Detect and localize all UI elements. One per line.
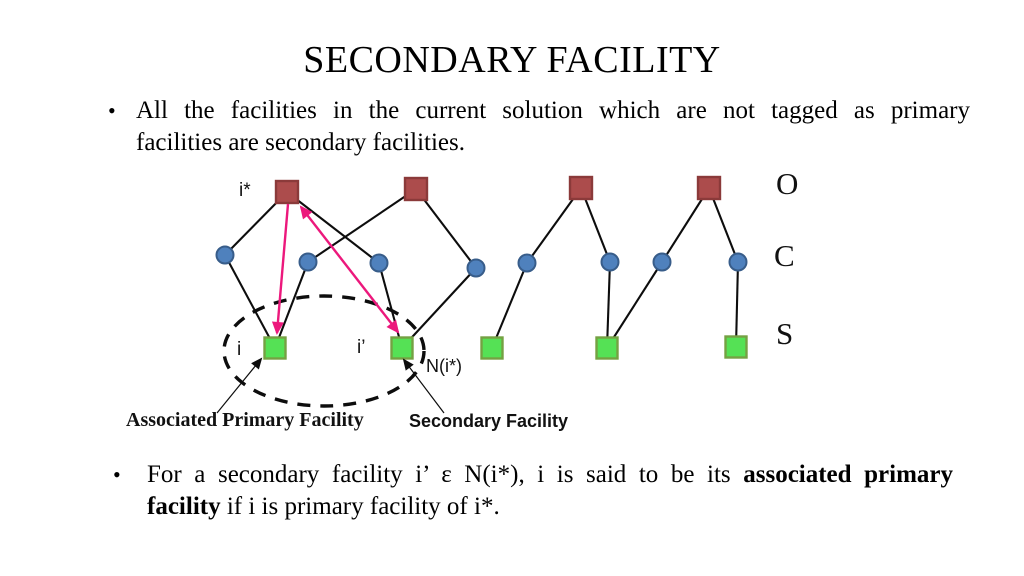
- secondary-facility-node: [724, 335, 748, 359]
- label-i-star: i*: [239, 180, 251, 201]
- assignment-edge: [401, 267, 477, 349]
- bullet-marker: •: [108, 98, 116, 123]
- label-i-prime: i’: [357, 337, 366, 358]
- pointer-arrow: [402, 358, 445, 414]
- customer-node: [369, 253, 389, 273]
- label-level-secondary: S: [776, 316, 794, 351]
- bullet2-line1-pre: For a secondary facility i’ ε N(i*), i i…: [147, 461, 744, 488]
- annotation-secondary-facility: Secondary Facility: [409, 411, 569, 431]
- bullet2-line2-post: if i is primary facility of i*.: [220, 493, 500, 520]
- label-level-customer: C: [774, 238, 795, 273]
- assignment-edge: [580, 187, 611, 263]
- secondary-facility-node: [263, 336, 287, 360]
- bullet-item-definition: • All the facilities in the current solu…: [108, 95, 980, 159]
- highlight-arrow: [299, 205, 400, 334]
- assignment-edge: [415, 188, 477, 269]
- assignment-edge: [224, 254, 276, 349]
- assignment-edge: [606, 261, 663, 349]
- label-i: i: [237, 339, 242, 360]
- assignment-edge: [708, 187, 739, 263]
- bullet1-line1: All the facilities in the current soluti…: [136, 97, 970, 124]
- assignment-edge: [377, 262, 404, 349]
- slide-title: SECONDARY FACILITY: [303, 39, 721, 81]
- secondary-facility-node: [595, 336, 619, 360]
- primary-facility-node: [274, 179, 300, 205]
- primary-facility-node: [568, 175, 594, 201]
- customer-node: [215, 245, 235, 265]
- assignment-edge: [661, 187, 710, 263]
- bullet-item-associated-primary: • For a secondary facility i’ ε N(i*), i…: [113, 459, 973, 523]
- bullet2-line2-bold: facility: [147, 493, 221, 520]
- assignment-edge: [526, 187, 582, 264]
- bullet-text: For a secondary facility i’ ε N(i*), i i…: [147, 459, 973, 523]
- annotation-associated-primary-facility: Associated Primary Facility: [126, 409, 364, 431]
- assignment-edge: [286, 191, 380, 264]
- bullet1-line2: facilities are secondary facilities.: [136, 129, 466, 156]
- customer-node: [517, 253, 537, 273]
- bullet-text: All the facilities in the current soluti…: [136, 95, 980, 159]
- primary-facility-node: [403, 176, 429, 202]
- assignment-edge: [491, 262, 528, 349]
- assignment-edge: [734, 261, 740, 348]
- customer-node: [298, 252, 318, 272]
- assignment-edge: [605, 261, 612, 349]
- bullet-marker: •: [113, 462, 121, 487]
- pointer-arrow: [216, 357, 263, 414]
- bullet2-line1-bold: associated primary: [743, 461, 953, 488]
- label-neighborhood-set: N(i*): [426, 356, 462, 376]
- customer-node: [652, 252, 672, 272]
- secondary-facility-node: [390, 336, 414, 360]
- label-level-origin: O: [776, 166, 799, 201]
- customer-node: [466, 258, 486, 278]
- primary-facility-node: [696, 175, 722, 201]
- customer-node: [600, 252, 620, 272]
- customer-node: [728, 252, 748, 272]
- secondary-facility-node: [480, 336, 504, 360]
- highlight-arrow: [271, 203, 290, 335]
